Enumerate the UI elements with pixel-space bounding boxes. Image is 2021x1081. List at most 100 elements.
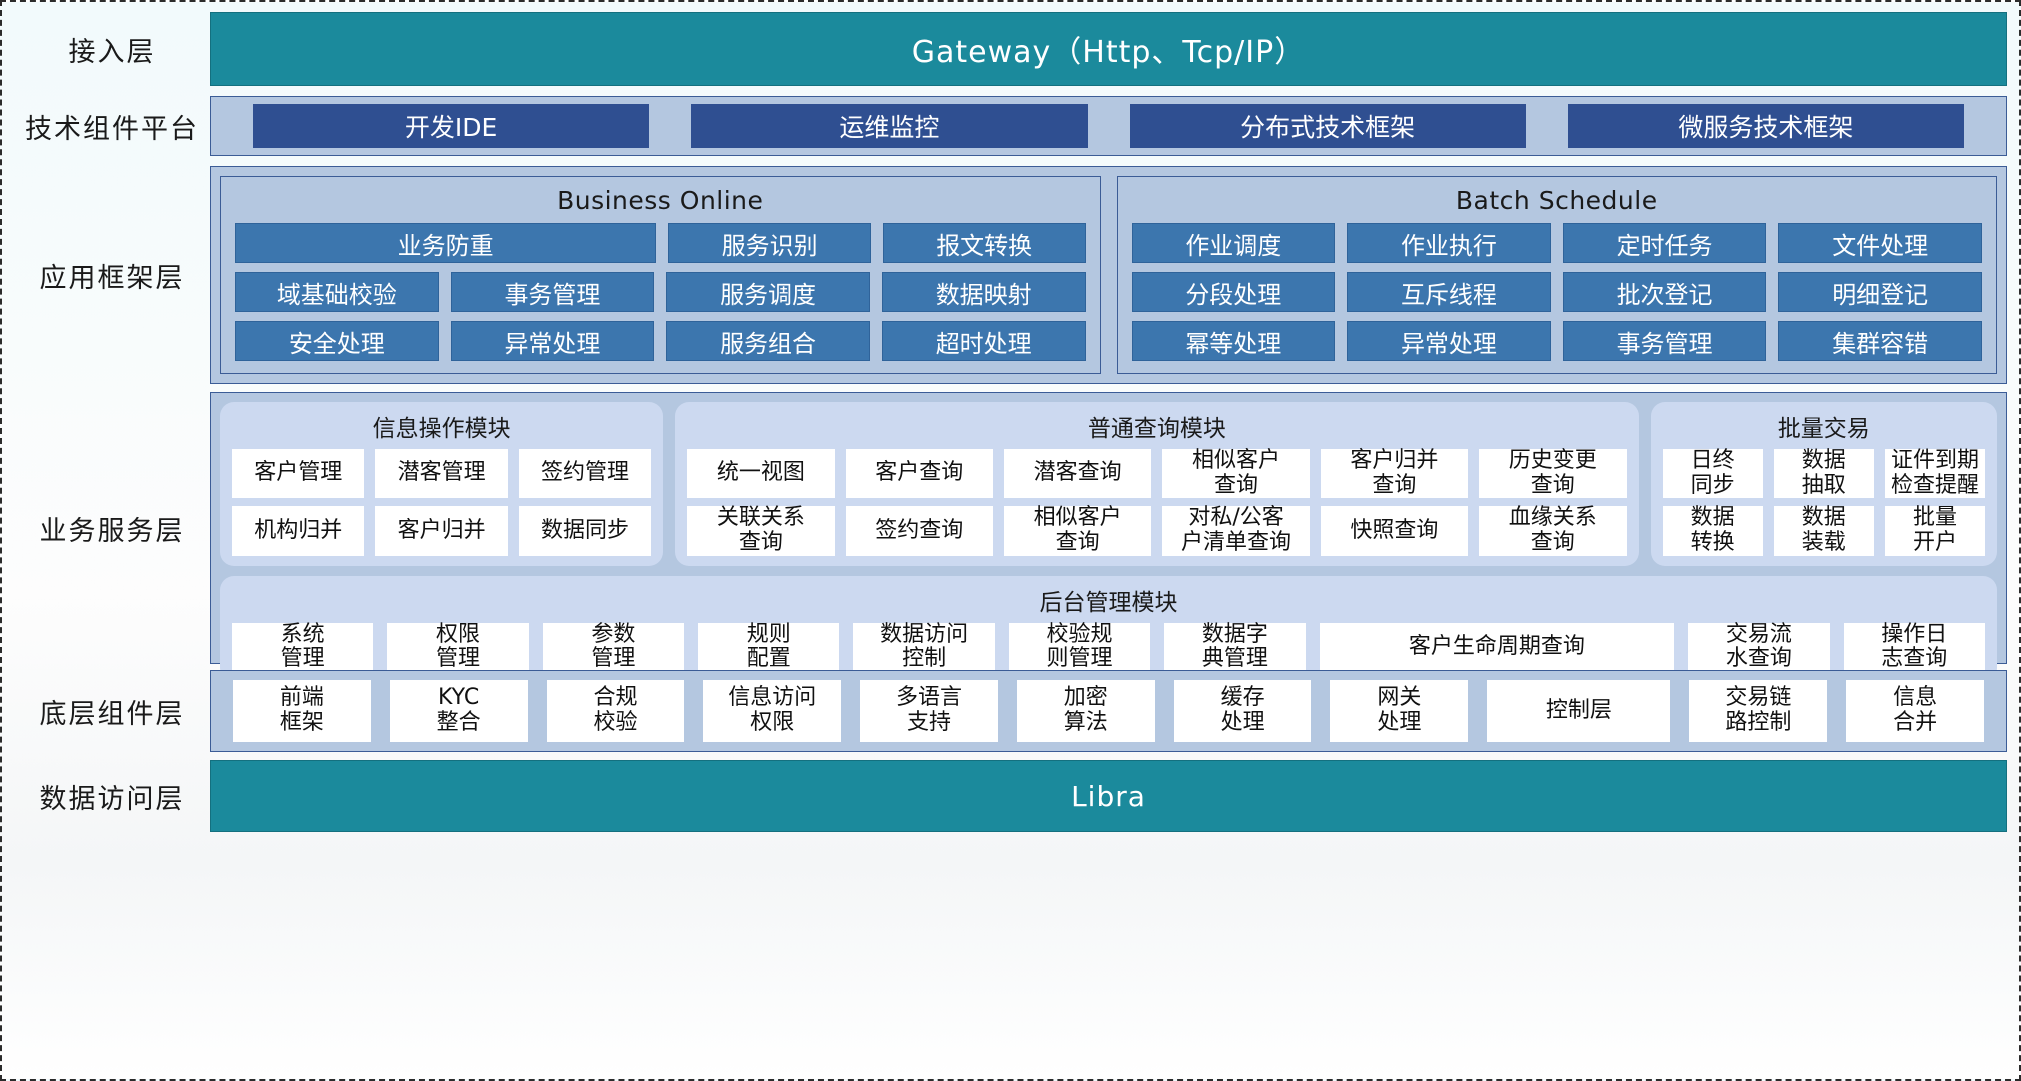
fw-chip-timeout-handling[interactable]: 超时处理 [881, 321, 1086, 361]
layer-label-tech-platform: 技术组件平台 [25, 113, 199, 145]
layer-label-app-framework: 应用框架层 [39, 262, 185, 294]
tech-chip-ide[interactable]: 开发IDE [253, 104, 650, 148]
layer-label-data-access: 数据访问层 [39, 783, 185, 815]
chip-snapshot-query[interactable]: 快照查询 [1320, 506, 1469, 556]
chip-data-access-control[interactable]: 数据访问控制 [853, 622, 995, 672]
chip-data-extract[interactable]: 数据抽取 [1773, 448, 1874, 499]
chip-data-load[interactable]: 数据装载 [1773, 505, 1874, 556]
module-batch-transaction: 批量交易 日终同步 数据抽取 证件到期检查提醒 数据转换 数据装载 批量开户 [1650, 402, 1998, 566]
fw-chip-transaction-mgmt-batch[interactable]: 事务管理 [1562, 321, 1767, 361]
chip-info-access-permission[interactable]: 信息访问权限 [703, 680, 842, 742]
fw-chip-security-handling[interactable]: 安全处理 [235, 321, 439, 361]
chip-similar-customer-query-2[interactable]: 相似客户查询 [1004, 505, 1152, 556]
fw-chip-transaction-mgmt[interactable]: 事务管理 [450, 272, 655, 312]
fw-chip-timed-task[interactable]: 定时任务 [1562, 223, 1767, 263]
fw-chip-service-composition[interactable]: 服务组合 [666, 321, 870, 361]
chip-rule-config[interactable]: 规则配置 [698, 622, 840, 672]
chip-encryption-algorithm[interactable]: 加密算法 [1016, 680, 1155, 742]
chip-customer-mgmt[interactable]: 客户管理 [232, 449, 365, 499]
fw-chip-job-execute[interactable]: 作业执行 [1347, 223, 1551, 263]
tech-platform-band: 开发IDE 运维监控 分布式技术框架 微服务技术框架 [210, 96, 2007, 156]
chip-customer-query[interactable]: 客户查询 [845, 449, 993, 499]
fw-chip-segment-handling[interactable]: 分段处理 [1131, 272, 1336, 312]
chip-similar-customer-query[interactable]: 相似客户查询 [1162, 448, 1310, 499]
chip-transaction-flow-query[interactable]: 交易流水查询 [1688, 622, 1830, 672]
chip-customer-lifecycle-query[interactable]: 客户生命周期查询 [1319, 622, 1675, 672]
chip-info-merge[interactable]: 信息合并 [1846, 680, 1985, 742]
chip-contract-mgmt[interactable]: 签约管理 [518, 449, 652, 499]
layer-row-business-service: 业务服务层 信息操作模块 客户管理 潜客管理 签约管理 [14, 392, 2007, 682]
module-title: 信息操作模块 [372, 416, 511, 442]
fw-chip-exception-handling-batch[interactable]: 异常处理 [1347, 321, 1551, 361]
chip-customer-merge-query[interactable]: 客户归并查询 [1320, 448, 1469, 499]
chip-frontend-framework[interactable]: 前端框架 [233, 680, 371, 742]
app-framework-container: Business Online 业务防重 服务识别 报文转换 域基础校验 事务管… [210, 166, 2007, 384]
fw-chip-job-schedule[interactable]: 作业调度 [1131, 223, 1336, 263]
fw-chip-batch-register[interactable]: 批次登记 [1562, 272, 1767, 312]
fw-chip-data-mapping[interactable]: 数据映射 [881, 272, 1086, 312]
chip-permission-mgmt[interactable]: 权限管理 [387, 622, 529, 672]
fw-chip-mutex-thread[interactable]: 互斥线程 [1347, 272, 1551, 312]
chip-relation-query[interactable]: 关联关系查询 [687, 505, 835, 556]
chip-gateway-handling[interactable]: 网关处理 [1330, 680, 1469, 742]
chip-lineage-query[interactable]: 血缘关系查询 [1479, 505, 1627, 556]
framework-box-title: Business Online [557, 186, 764, 215]
layer-row-data-access: 数据访问层 Libra [14, 760, 2007, 832]
fw-chip-cluster-fault-tolerance[interactable]: 集群容错 [1778, 321, 1982, 361]
fw-chip-business-dedup[interactable]: 业务防重 [235, 223, 657, 263]
framework-box-title: Batch Schedule [1455, 186, 1658, 215]
chip-prospect-query[interactable]: 潜客查询 [1004, 449, 1152, 499]
tech-chip-ops-monitor[interactable]: 运维监控 [691, 104, 1088, 148]
module-backend-management: 后台管理模块 系统管理 权限管理 参数管理 规则配置 数据访问控制 校验规则管理… [220, 575, 1997, 682]
fw-chip-domain-validation[interactable]: 域基础校验 [235, 272, 439, 312]
chip-operation-log-query[interactable]: 操作日志查询 [1843, 622, 1985, 672]
module-title: 普通查询模块 [1087, 416, 1226, 442]
chip-eod-sync[interactable]: 日终同步 [1662, 448, 1763, 499]
layer-row-access: 接入层 Gateway（Http、Tcp/IP） [14, 12, 2007, 86]
framework-box-batch-schedule: Batch Schedule 作业调度 作业执行 定时任务 文件处理 分段处理 … [1116, 176, 1997, 374]
chip-validation-rule-mgmt[interactable]: 校验规则管理 [1008, 622, 1151, 672]
layer-row-tech-platform: 技术组件平台 开发IDE 运维监控 分布式技术框架 微服务技术框架 [14, 96, 2007, 156]
tech-chip-distributed-framework[interactable]: 分布式技术框架 [1129, 104, 1526, 148]
chip-org-merge[interactable]: 机构归并 [232, 506, 365, 556]
fw-chip-service-identify[interactable]: 服务识别 [668, 223, 871, 263]
chip-customer-merge[interactable]: 客户归并 [375, 506, 508, 556]
chip-data-convert[interactable]: 数据转换 [1662, 505, 1763, 556]
chip-system-mgmt[interactable]: 系统管理 [232, 622, 374, 672]
chip-transaction-link-control[interactable]: 交易链路控制 [1689, 680, 1828, 742]
framework-box-business-online: Business Online 业务防重 服务识别 报文转换 域基础校验 事务管… [220, 176, 1101, 374]
chip-prospect-mgmt[interactable]: 潜客管理 [375, 449, 508, 499]
fw-chip-file-handling[interactable]: 文件处理 [1778, 223, 1982, 263]
business-service-container: 信息操作模块 客户管理 潜客管理 签约管理 机构归并 客户归并 数据同步 [210, 392, 2007, 682]
layer-row-app-framework: 应用框架层 Business Online 业务防重 服务识别 报文转换 域基础… [14, 166, 2007, 384]
chip-cache-handling[interactable]: 缓存处理 [1173, 680, 1312, 742]
chip-data-dictionary-mgmt[interactable]: 数据字典管理 [1164, 622, 1306, 672]
fw-chip-service-schedule[interactable]: 服务调度 [666, 272, 870, 312]
fw-chip-detail-register[interactable]: 明细登记 [1778, 272, 1982, 312]
chip-parameter-mgmt[interactable]: 参数管理 [542, 622, 685, 672]
fw-chip-idempotent-handling[interactable]: 幂等处理 [1131, 321, 1336, 361]
chip-data-sync[interactable]: 数据同步 [518, 506, 652, 556]
chip-contract-query[interactable]: 签约查询 [845, 506, 993, 556]
fw-chip-message-convert[interactable]: 报文转换 [882, 223, 1086, 263]
chip-cert-expiry-reminder[interactable]: 证件到期检查提醒 [1884, 448, 1986, 499]
chip-compliance-validation[interactable]: 合规校验 [546, 680, 685, 742]
chip-multilanguage-support[interactable]: 多语言支持 [860, 680, 998, 742]
chip-batch-account-open[interactable]: 批量开户 [1884, 505, 1986, 556]
fw-chip-exception-handling[interactable]: 异常处理 [450, 321, 655, 361]
gateway-bar: Gateway（Http、Tcp/IP） [210, 12, 2007, 86]
libra-bar: Libra [210, 760, 2007, 832]
layer-label-bottom-components: 底层组件层 [39, 698, 185, 730]
module-title: 后台管理模块 [1039, 589, 1178, 616]
chip-control-layer[interactable]: 控制层 [1487, 680, 1671, 742]
module-info-operation: 信息操作模块 客户管理 潜客管理 签约管理 机构归并 客户归并 数据同步 [220, 402, 664, 566]
chip-unified-view[interactable]: 统一视图 [687, 449, 835, 499]
chip-retail-corporate-list-query[interactable]: 对私/公客户清单查询 [1162, 505, 1310, 556]
layer-label-access: 接入层 [68, 36, 156, 68]
tech-chip-microservice-framework[interactable]: 微服务技术框架 [1567, 104, 1964, 148]
chip-history-change-query[interactable]: 历史变更查询 [1479, 448, 1627, 499]
layer-label-business-service: 业务服务层 [39, 515, 185, 547]
